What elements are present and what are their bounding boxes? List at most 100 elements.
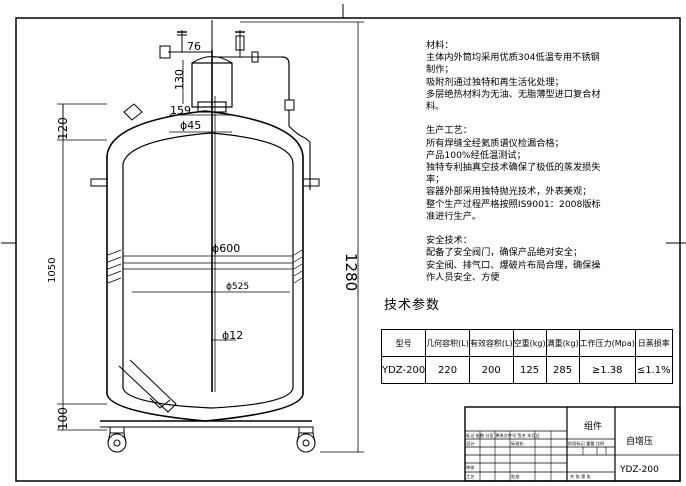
tb-label: 重量 bbox=[586, 441, 595, 446]
spec-value-cell: ≤1.1% bbox=[634, 356, 673, 384]
spec-title: 技术参数 bbox=[384, 298, 441, 313]
title-block-row2-right: 阶段标记 重量 比例 bbox=[568, 441, 614, 447]
vessel-drawing bbox=[90, 20, 320, 453]
dimension-lines bbox=[57, 21, 364, 453]
note-line: 准进行生产。 bbox=[426, 210, 482, 222]
dim-120: 120 bbox=[56, 117, 70, 140]
tb-label: 张 bbox=[575, 474, 580, 479]
tb-label: 阶段标记 bbox=[568, 441, 585, 446]
valve-left bbox=[159, 45, 171, 59]
dimension-labels: 76 130 159 ϕ45 120 ϕ600 ϕ525 ϕ12 1050 12… bbox=[47, 40, 360, 430]
dim-1280: 1280 bbox=[342, 253, 360, 291]
vaporizer-coil-2 bbox=[149, 397, 171, 409]
title-block-row4: 工艺 bbox=[466, 474, 474, 480]
note-line: 独特专利抽真空技术确保了极低的蒸发损失 bbox=[426, 162, 601, 174]
note-gap bbox=[426, 113, 664, 125]
dim-76: 76 bbox=[187, 40, 201, 53]
title-block bbox=[464, 406, 681, 482]
left-lug bbox=[90, 178, 108, 187]
tb-label: 分区 bbox=[485, 433, 494, 438]
title-block-row3-right: 共 张 第 张 bbox=[570, 474, 614, 480]
tb-label: 比例 bbox=[595, 441, 605, 446]
note-gap bbox=[426, 223, 664, 235]
inner-vessel bbox=[122, 132, 294, 409]
title-block-row-labels: 标记 处数 分区 更改文件号 签名 年月日 bbox=[466, 433, 566, 439]
liquid-level-lines bbox=[123, 262, 293, 270]
note-line: 安全阀、排气口、爆破片布局合理，确保操 bbox=[426, 259, 601, 271]
tb-label: 共 bbox=[570, 474, 575, 479]
tb-label: 标准化 bbox=[511, 441, 524, 446]
spec-table: 型号 几何容积(L) 有效容积(L) 空重(kg) 满重(kg) 工作压力(Mp… bbox=[380, 329, 673, 384]
caster-right bbox=[296, 426, 316, 453]
spec-header-cell: 日蒸损率 bbox=[634, 329, 673, 357]
note-line: 生产工艺： bbox=[426, 125, 472, 137]
note-line: 吸附剂通过独特和再生活化处理； bbox=[426, 76, 564, 88]
spec-header-row: 型号 几何容积(L) 有效容积(L) 空重(kg) 满重(kg) 工作压力(Mp… bbox=[380, 329, 673, 357]
spec-header-cell: 工作压力(Mpa) bbox=[578, 329, 636, 357]
note-line: 整个生产过程严格按照IS9001：2008版标 bbox=[426, 198, 601, 210]
note-line: 安全技术： bbox=[426, 235, 472, 247]
note-line: 料。 bbox=[426, 101, 445, 113]
vaporizer-coil bbox=[118, 359, 177, 413]
valve-right-body bbox=[235, 35, 245, 51]
side-hatching bbox=[107, 249, 303, 284]
spec-value-cell: 285 bbox=[545, 356, 580, 384]
dim-phi600: ϕ600 bbox=[212, 242, 240, 255]
dim-1050: 1050 bbox=[47, 258, 58, 283]
outer-shell bbox=[106, 110, 304, 422]
note-line: 主体内外筒均采用优质304低温专用不锈钢 bbox=[426, 52, 600, 64]
right-lug bbox=[302, 178, 320, 187]
tb-label: 张 bbox=[586, 474, 591, 479]
tb-label: 设计 bbox=[466, 441, 475, 446]
spec-value-cell: 220 bbox=[425, 356, 470, 384]
tb-label: 批准 bbox=[511, 474, 520, 479]
note-line: 作人员安全、方便 bbox=[426, 271, 500, 283]
note-line: 率； bbox=[426, 174, 445, 186]
note-line: 产品100%经低温测试； bbox=[426, 149, 526, 161]
spec-value-cell: 200 bbox=[468, 356, 514, 384]
dim-phi12: ϕ12 bbox=[222, 329, 243, 342]
tb-label: 审核 bbox=[466, 465, 475, 470]
title-block-model: YDZ-200 bbox=[620, 465, 659, 475]
tb-label: 年月日 bbox=[527, 433, 540, 438]
right-riser-pipe bbox=[281, 56, 290, 100]
dim-phi525: ϕ525 bbox=[226, 282, 249, 292]
riser-fitting bbox=[284, 99, 295, 111]
tb-label: 工艺 bbox=[466, 474, 475, 479]
title-block-name: 自增压 bbox=[626, 437, 654, 447]
note-line: 容器外部采用独特抛光技术，外表美观； bbox=[426, 186, 592, 198]
spec-header-cell: 满重(kg) bbox=[545, 329, 580, 357]
spec-header-cell: 型号 bbox=[380, 329, 427, 357]
title-block-row4-mid: 批准 bbox=[511, 474, 519, 480]
tb-label: 标记 bbox=[466, 433, 475, 438]
spec-value-cell: YDZ-200 bbox=[380, 356, 427, 384]
note-line: 制作； bbox=[426, 64, 454, 76]
spec-header-cell: 空重(kg) bbox=[512, 329, 547, 357]
spec-value-cell: 125 bbox=[512, 356, 547, 384]
technical-notes: 材料： 主体内外筒均采用优质304低温专用不锈钢 制作； 吸附剂通过独特和再生活… bbox=[426, 40, 664, 284]
note-line: 所有焊缝全经氦质谱仪检漏合格； bbox=[426, 137, 564, 149]
title-block-part-label: 组件 bbox=[584, 422, 603, 432]
spec-header-cell: 有效容积(L) bbox=[468, 329, 514, 357]
top-left-nozzle bbox=[123, 103, 143, 121]
valve-right-fitting bbox=[251, 51, 259, 63]
neck-boss bbox=[191, 62, 233, 108]
tb-label: 更改文件号 bbox=[495, 433, 517, 438]
title-block-row2: 设计 bbox=[466, 441, 474, 447]
dim-phi45: ϕ45 bbox=[180, 119, 201, 132]
note-line: 配备了安全阀门，确保产品绝对安全； bbox=[426, 247, 583, 259]
note-line: 材料： bbox=[426, 40, 454, 51]
title-block-row3: 审核 bbox=[466, 465, 474, 471]
note-line: 多层绝热材料为无油、无脂薄型进口复合材 bbox=[426, 88, 601, 100]
caster-left bbox=[107, 426, 127, 453]
tb-label: 处数 bbox=[475, 433, 485, 438]
dim-130: 130 bbox=[173, 69, 186, 90]
spec-header-cell: 几何容积(L) bbox=[425, 329, 470, 357]
dim-159: 159 bbox=[170, 104, 191, 117]
dim-100: 100 bbox=[56, 407, 70, 430]
riser-into-vessel bbox=[288, 110, 311, 190]
tb-label: 签名 bbox=[517, 433, 526, 438]
spec-value-cell: ≥1.38 bbox=[578, 356, 636, 384]
tb-label: 第 bbox=[581, 474, 586, 479]
